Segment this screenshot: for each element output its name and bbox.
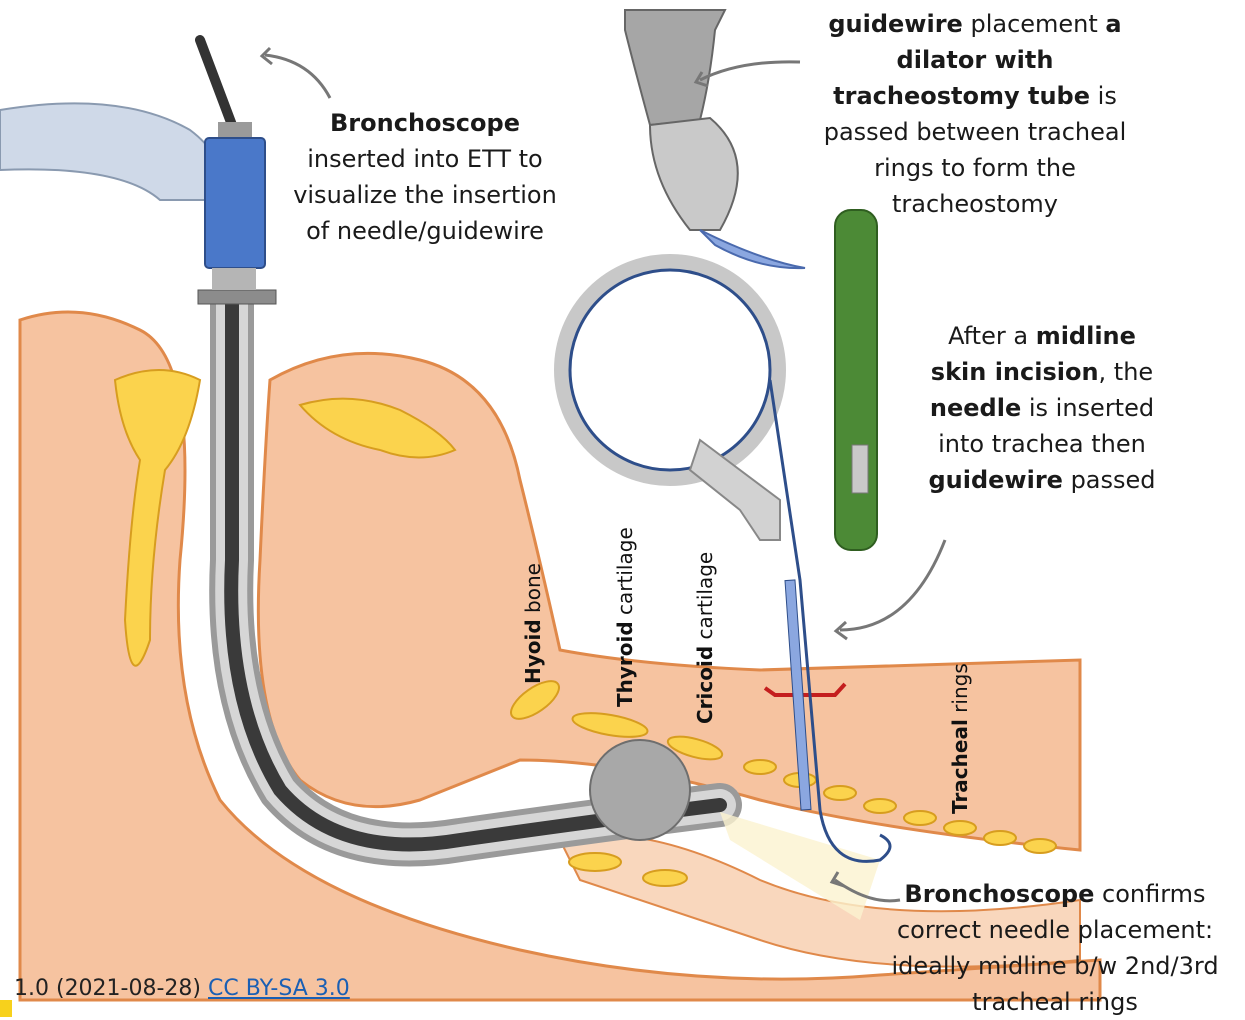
- ventilator-hose: [0, 103, 222, 200]
- corner-mark: [0, 1000, 12, 1017]
- dilator-tip: [700, 230, 805, 268]
- ett-cuff: [590, 740, 690, 840]
- guidewire-coil-inner: [570, 270, 770, 470]
- tracheal-label-bold: Tracheal: [948, 719, 972, 814]
- cricoid-label-bold: Cricoid: [693, 646, 717, 724]
- needle-hub: [835, 210, 877, 550]
- bronchoscope-cable: [200, 40, 232, 125]
- thyroid-label: Thyroid cartilage: [613, 527, 637, 707]
- footer: 1.0 (2021-08-28) CC BY-SA 3.0: [14, 976, 350, 1001]
- hyoid-label: Hyoid bone: [521, 563, 545, 684]
- incision-callout-bold2: needle: [930, 394, 1021, 422]
- hyoid-label-bold: Hyoid: [521, 619, 545, 684]
- confirm-callout-text2: ideally midline b/w 2nd/3rd tracheal rin…: [891, 952, 1218, 1016]
- thyroid-label-bold: Thyroid: [613, 621, 637, 707]
- adapter-ring: [198, 290, 276, 304]
- cricoid-label: Cricoid cartilage: [693, 552, 717, 724]
- epiglottis-lower-2: [643, 870, 687, 886]
- guidewire-coil-outer: [562, 262, 778, 478]
- dilator: [625, 10, 725, 125]
- dilator-callout-text1: placement: [963, 10, 1106, 38]
- bronchoscope-callout: Bronchoscope inserted into ETT to visual…: [280, 105, 570, 249]
- bronchoscope-callout-bold: Bronchoscope: [330, 109, 520, 137]
- adapter-neck: [212, 268, 256, 290]
- bronchoscope-adapter: [205, 138, 265, 268]
- needle-window: [852, 445, 868, 493]
- bronchoscope-callout-text: inserted into ETT to visualize the inser…: [293, 145, 557, 245]
- incision-callout-text4: passed: [1063, 466, 1156, 494]
- thyroid-label-text: cartilage: [613, 527, 637, 621]
- incision-callout-bold3: guidewire: [928, 466, 1062, 494]
- license-link[interactable]: CC BY-SA 3.0: [208, 976, 350, 1001]
- incision-callout-text2: , the: [1099, 358, 1154, 386]
- cricoid-label-text: cartilage: [693, 552, 717, 646]
- dilator-callout-bold1: guidewire: [828, 10, 962, 38]
- dilator-callout: guidewire placement a dilator with trach…: [800, 6, 1150, 222]
- incision-callout: After a midline skin incision, the needl…: [922, 318, 1162, 498]
- tracheal-label-text: rings: [948, 663, 972, 719]
- confirm-callout: Bronchoscope confirms correct needle pla…: [880, 876, 1230, 1020]
- incision-callout-text1: After a: [948, 322, 1036, 350]
- tracheal-rings-label: Tracheal rings: [948, 663, 972, 814]
- connector-cap: [218, 122, 252, 138]
- epiglottis-lower-1: [569, 853, 621, 871]
- hyoid-label-text: bone: [521, 563, 545, 619]
- tracheostomy-tube: [650, 118, 738, 230]
- version-text: 1.0 (2021-08-28): [14, 976, 208, 1001]
- confirm-callout-bold: Bronchoscope: [904, 880, 1094, 908]
